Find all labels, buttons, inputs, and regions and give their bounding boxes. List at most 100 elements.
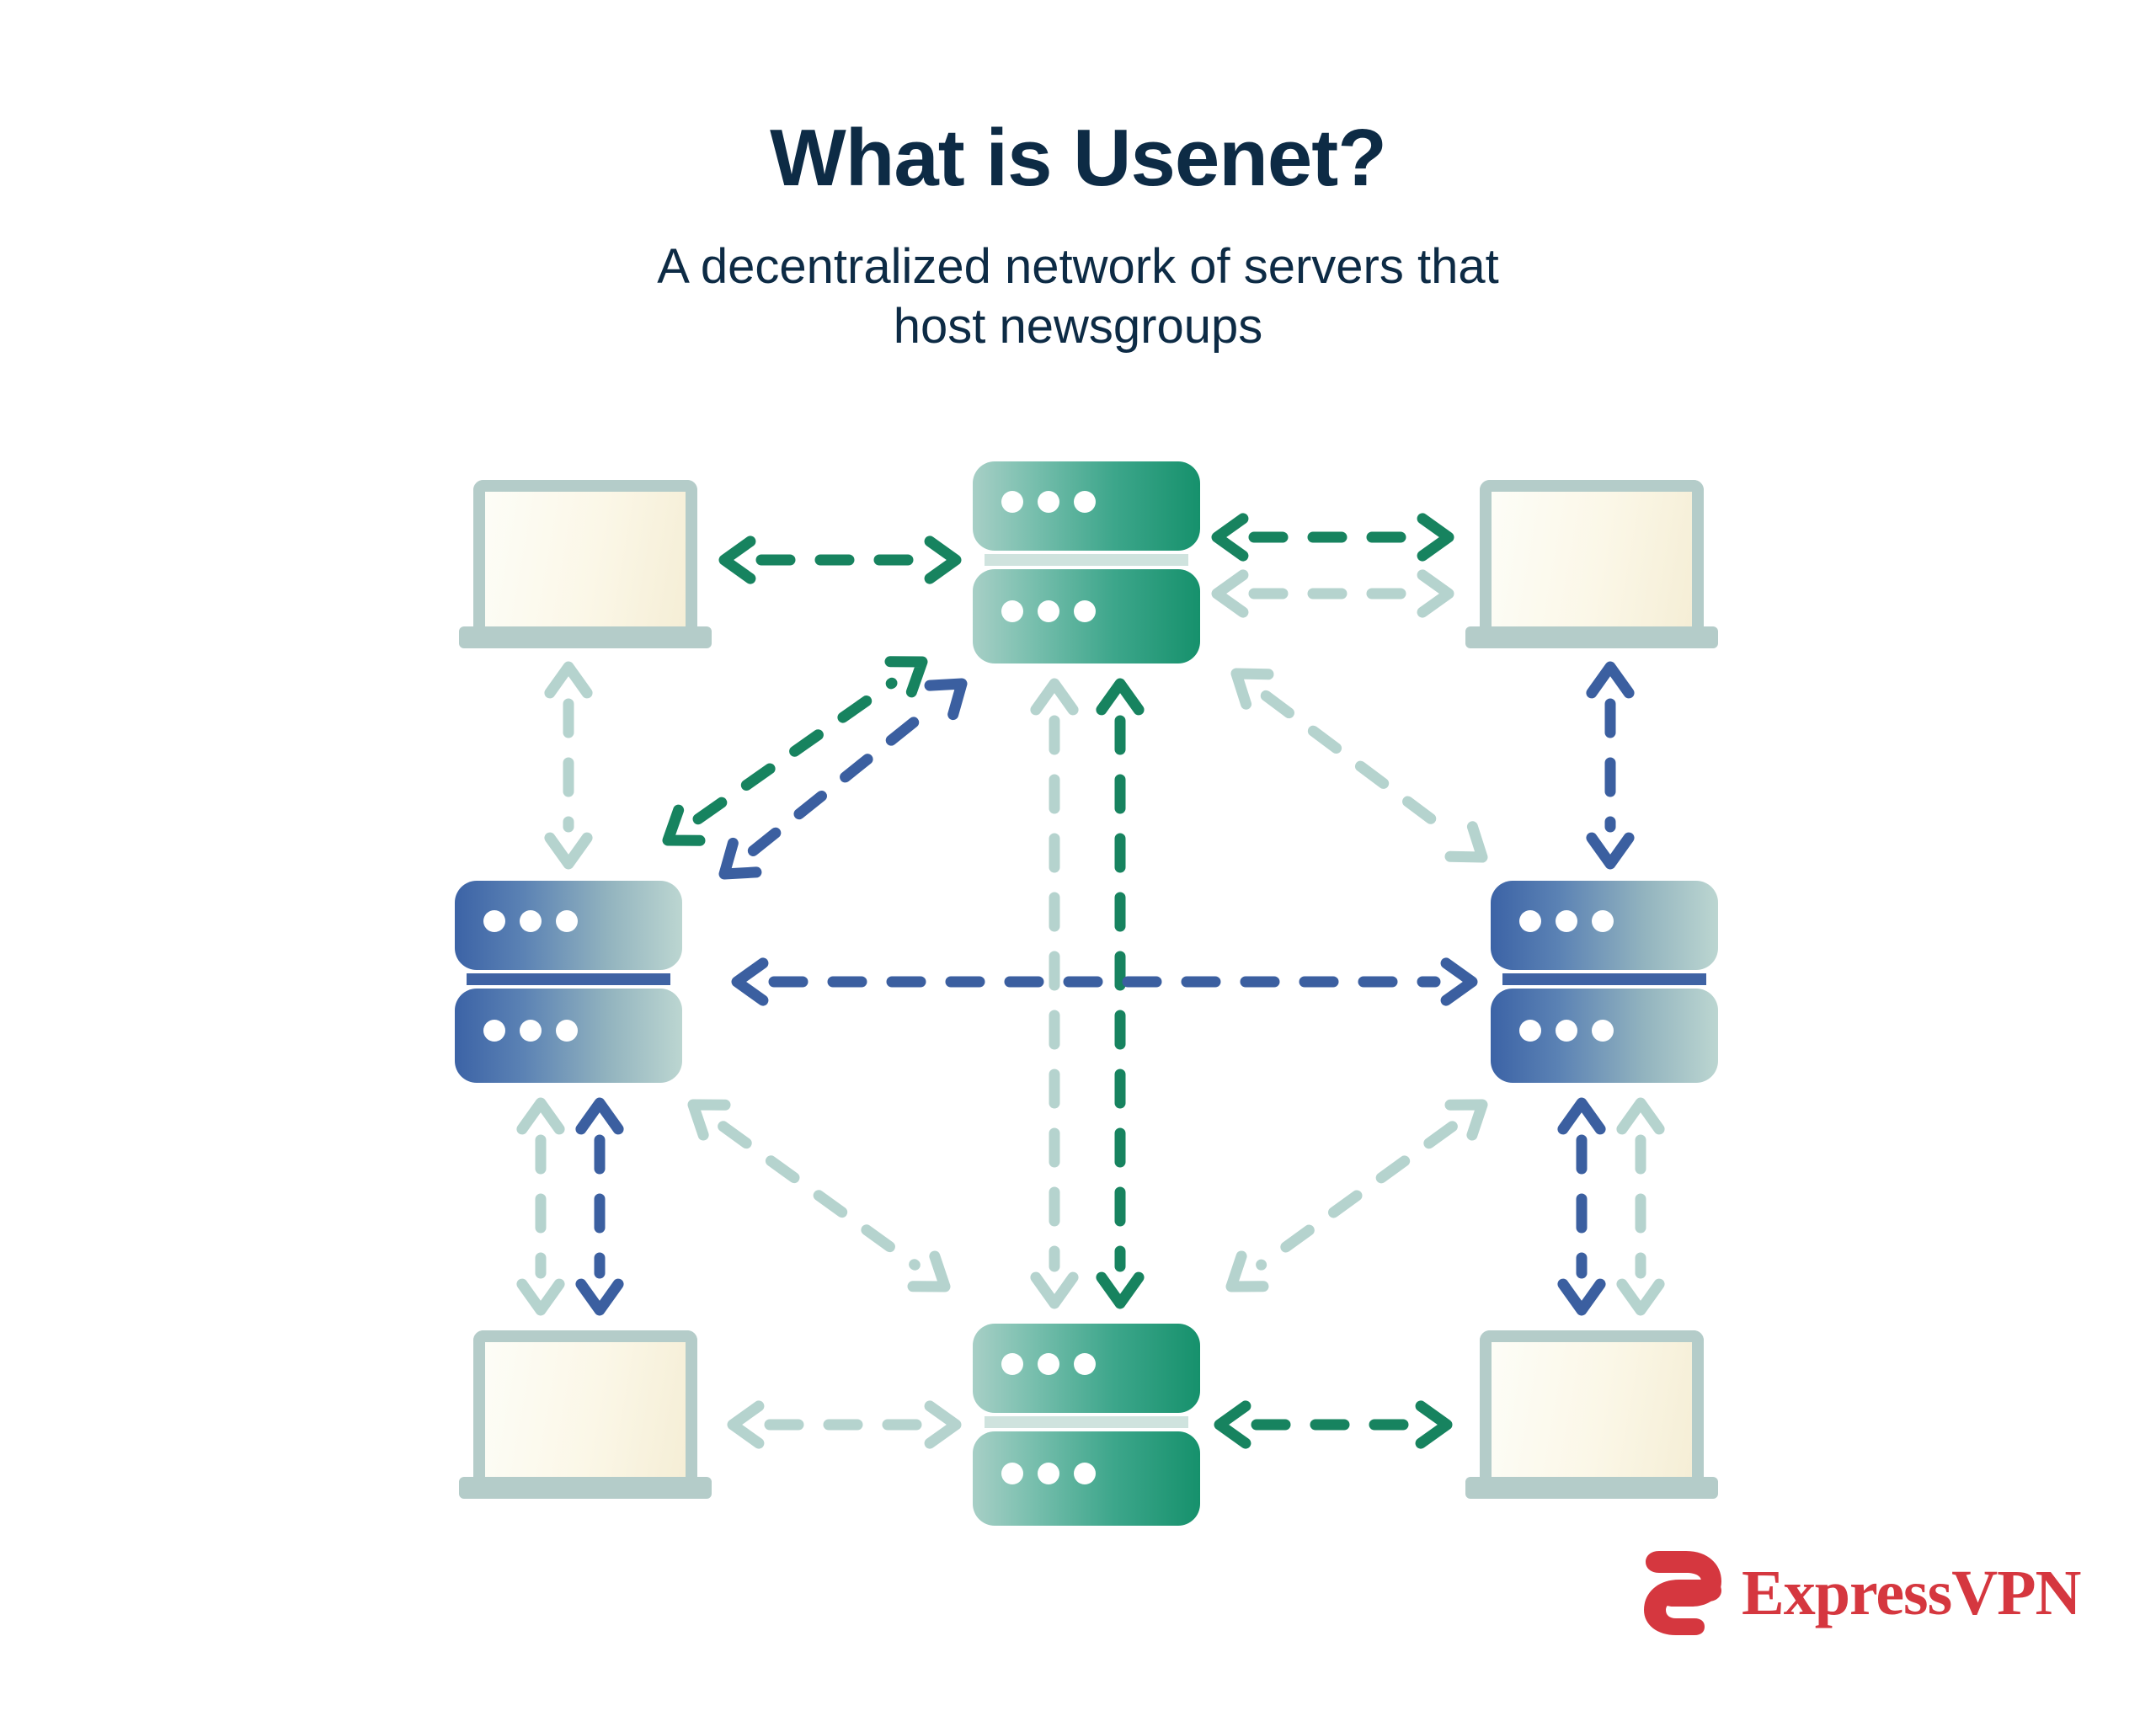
server-rack-bottom (455, 989, 682, 1083)
server-divider-band (467, 973, 670, 985)
link-server-ml-laptop-bl-a (516, 1097, 565, 1316)
server-dot (1074, 1463, 1096, 1484)
laptop-base (459, 626, 712, 648)
link-server-mr-server-bc (1225, 1099, 1488, 1292)
link-server-bc-laptop-br (1214, 1400, 1453, 1449)
link-server-mr-laptop-br-b (1616, 1097, 1665, 1316)
server-middle-right[interactable] (1491, 881, 1718, 1083)
arrowhead-backward (1096, 678, 1145, 716)
connection-line (747, 701, 939, 856)
server-dot (1074, 1353, 1096, 1375)
arrowhead-forward (924, 1400, 962, 1449)
arrowhead-forward (575, 1278, 624, 1316)
laptop-screen (1480, 480, 1704, 626)
server-rack-top (973, 461, 1200, 551)
server-middle-left[interactable] (455, 881, 682, 1083)
link-server-ml-laptop-bl-b (575, 1097, 624, 1316)
server-dot (1001, 1353, 1023, 1375)
server-rack-bottom (1491, 989, 1718, 1083)
server-status-dots (483, 910, 578, 932)
arrowhead-forward (924, 678, 968, 721)
server-icon (973, 1324, 1200, 1526)
arrowhead-backward (1557, 1097, 1606, 1135)
server-top-center[interactable] (973, 461, 1200, 663)
server-dot (1074, 600, 1096, 622)
laptop-screen (1480, 1330, 1704, 1477)
laptop-icon (1465, 480, 1718, 648)
arrowhead-backward (516, 1097, 565, 1135)
server-dot (1038, 491, 1059, 513)
arrowhead-forward (1225, 1250, 1269, 1292)
link-server-tc-laptop-tr-b (1211, 569, 1454, 618)
server-icon (973, 461, 1200, 663)
arrowhead-backward (718, 536, 756, 584)
expressvpn-wordmark: ExpressVPN (1742, 1558, 2081, 1628)
connection-line (718, 1121, 921, 1271)
server-bottom-center[interactable] (973, 1324, 1200, 1526)
server-rack-top (455, 881, 682, 970)
arrowhead-backward (1586, 661, 1635, 699)
link-server-ml-server-tc-b (718, 678, 968, 880)
server-divider-band (985, 1416, 1188, 1428)
link-server-ml-server-bc (687, 1099, 951, 1292)
arrowhead-forward (1444, 821, 1488, 863)
arrowhead-backward (718, 837, 762, 880)
arrowhead-backward (575, 1097, 624, 1135)
server-dot (520, 910, 542, 932)
arrowhead-forward (1417, 513, 1454, 562)
server-dot (1001, 600, 1023, 622)
laptop-base (1465, 1477, 1718, 1499)
arrowhead-forward (1096, 1271, 1145, 1309)
server-dot (1519, 1020, 1541, 1042)
server-dot (1556, 910, 1577, 932)
laptop-icon (1465, 1330, 1718, 1499)
server-divider-band (1502, 973, 1706, 985)
link-server-tc-server-bc-b (1096, 678, 1145, 1309)
arrowhead-backward (687, 1099, 731, 1141)
server-dot (1519, 910, 1541, 932)
link-server-tc-server-mr (1230, 668, 1488, 863)
page-subtitle-line-1: A decentralized network of servers that (657, 239, 1499, 294)
page-title: What is Usenet? (770, 113, 1387, 203)
server-rack-bottom (973, 1431, 1200, 1526)
expressvpn-logo[interactable]: ExpressVPN (1642, 1548, 2081, 1639)
arrowhead-backward (1444, 1099, 1488, 1141)
laptop-bottom-right[interactable] (1465, 1330, 1718, 1499)
arrowhead-forward (1030, 1271, 1079, 1309)
link-laptop-bl-server-bc (727, 1400, 962, 1449)
server-icon (1491, 881, 1718, 1083)
laptop-top-left[interactable] (459, 480, 712, 648)
link-server-tc-server-bc-a (1030, 678, 1079, 1309)
link-server-mr-laptop-br-a (1557, 1097, 1606, 1316)
server-dot (1592, 910, 1614, 932)
server-dot (1592, 1020, 1614, 1042)
arrowhead-forward (1616, 1278, 1665, 1316)
server-status-dots (1001, 600, 1096, 622)
arrowhead-forward (907, 1250, 951, 1292)
server-status-dots (1519, 910, 1614, 932)
arrowhead-forward (1557, 1278, 1606, 1316)
server-dot (556, 1020, 578, 1042)
server-dot (483, 910, 505, 932)
link-laptop-tl-server-tc (718, 536, 962, 584)
link-laptop-tl-server-ml (544, 661, 593, 870)
connection-line (1256, 1121, 1458, 1271)
arrowhead-forward (924, 536, 962, 584)
arrowhead-forward (1440, 957, 1478, 1006)
laptop-top-right[interactable] (1465, 480, 1718, 648)
laptop-bottom-left[interactable] (459, 1330, 712, 1499)
server-status-dots (1001, 491, 1096, 513)
expressvpn-e-mark-icon (1644, 1551, 1721, 1635)
connection-line (692, 677, 898, 825)
server-dot (1001, 491, 1023, 513)
arrowhead-backward (727, 1400, 765, 1449)
server-dot (520, 1020, 542, 1042)
arrowhead-backward (662, 804, 706, 846)
server-rack-top (1491, 881, 1718, 970)
link-server-ml-server-mr (731, 957, 1478, 1006)
laptop-base (1465, 626, 1718, 648)
laptop-icon (459, 1330, 712, 1499)
arrowhead-forward (1586, 832, 1635, 870)
page-subtitle: A decentralized network of servers that … (0, 199, 2156, 357)
link-server-tc-laptop-tr-a (1211, 513, 1454, 562)
